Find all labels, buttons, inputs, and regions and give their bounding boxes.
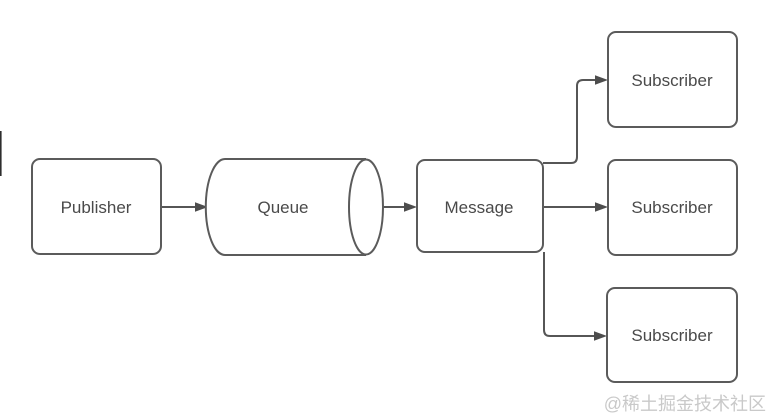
node-subscriber-middle bbox=[607, 159, 738, 256]
left-edge-artifact bbox=[0, 131, 2, 176]
label-subscriber-bottom: Subscriber bbox=[631, 326, 713, 345]
queue-cylinder-cap bbox=[348, 158, 384, 256]
watermark-text: @稀土掘金技术社区 bbox=[604, 394, 766, 414]
nodes-group bbox=[31, 31, 738, 383]
arrowhead-into-queue-icon bbox=[195, 202, 208, 212]
label-message: Message bbox=[445, 198, 514, 217]
queue-cylinder-body bbox=[204, 158, 366, 256]
node-subscriber-top bbox=[607, 31, 738, 128]
arrowhead-into-subscriber-bottom-icon bbox=[594, 331, 607, 341]
label-publisher: Publisher bbox=[61, 198, 132, 217]
arrowheads-group bbox=[195, 75, 608, 341]
arrowhead-into-subscriber-top-icon bbox=[595, 75, 608, 85]
node-publisher bbox=[31, 158, 162, 255]
edges-group bbox=[161, 79, 597, 337]
label-queue: Queue bbox=[257, 198, 308, 217]
node-message bbox=[416, 159, 544, 253]
node-subscriber-bottom bbox=[606, 287, 738, 383]
edge-message-subscriber-bottom bbox=[543, 252, 596, 337]
arrowhead-into-message-icon bbox=[404, 202, 417, 212]
label-subscriber-middle: Subscriber bbox=[631, 198, 713, 217]
label-subscriber-top: Subscriber bbox=[631, 71, 713, 90]
labels-group: Publisher Queue Message Subscriber Subsc… bbox=[61, 71, 713, 345]
arrowhead-into-subscriber-middle-icon bbox=[595, 202, 608, 212]
edge-message-subscriber-top bbox=[543, 79, 597, 164]
node-queue bbox=[204, 158, 384, 256]
